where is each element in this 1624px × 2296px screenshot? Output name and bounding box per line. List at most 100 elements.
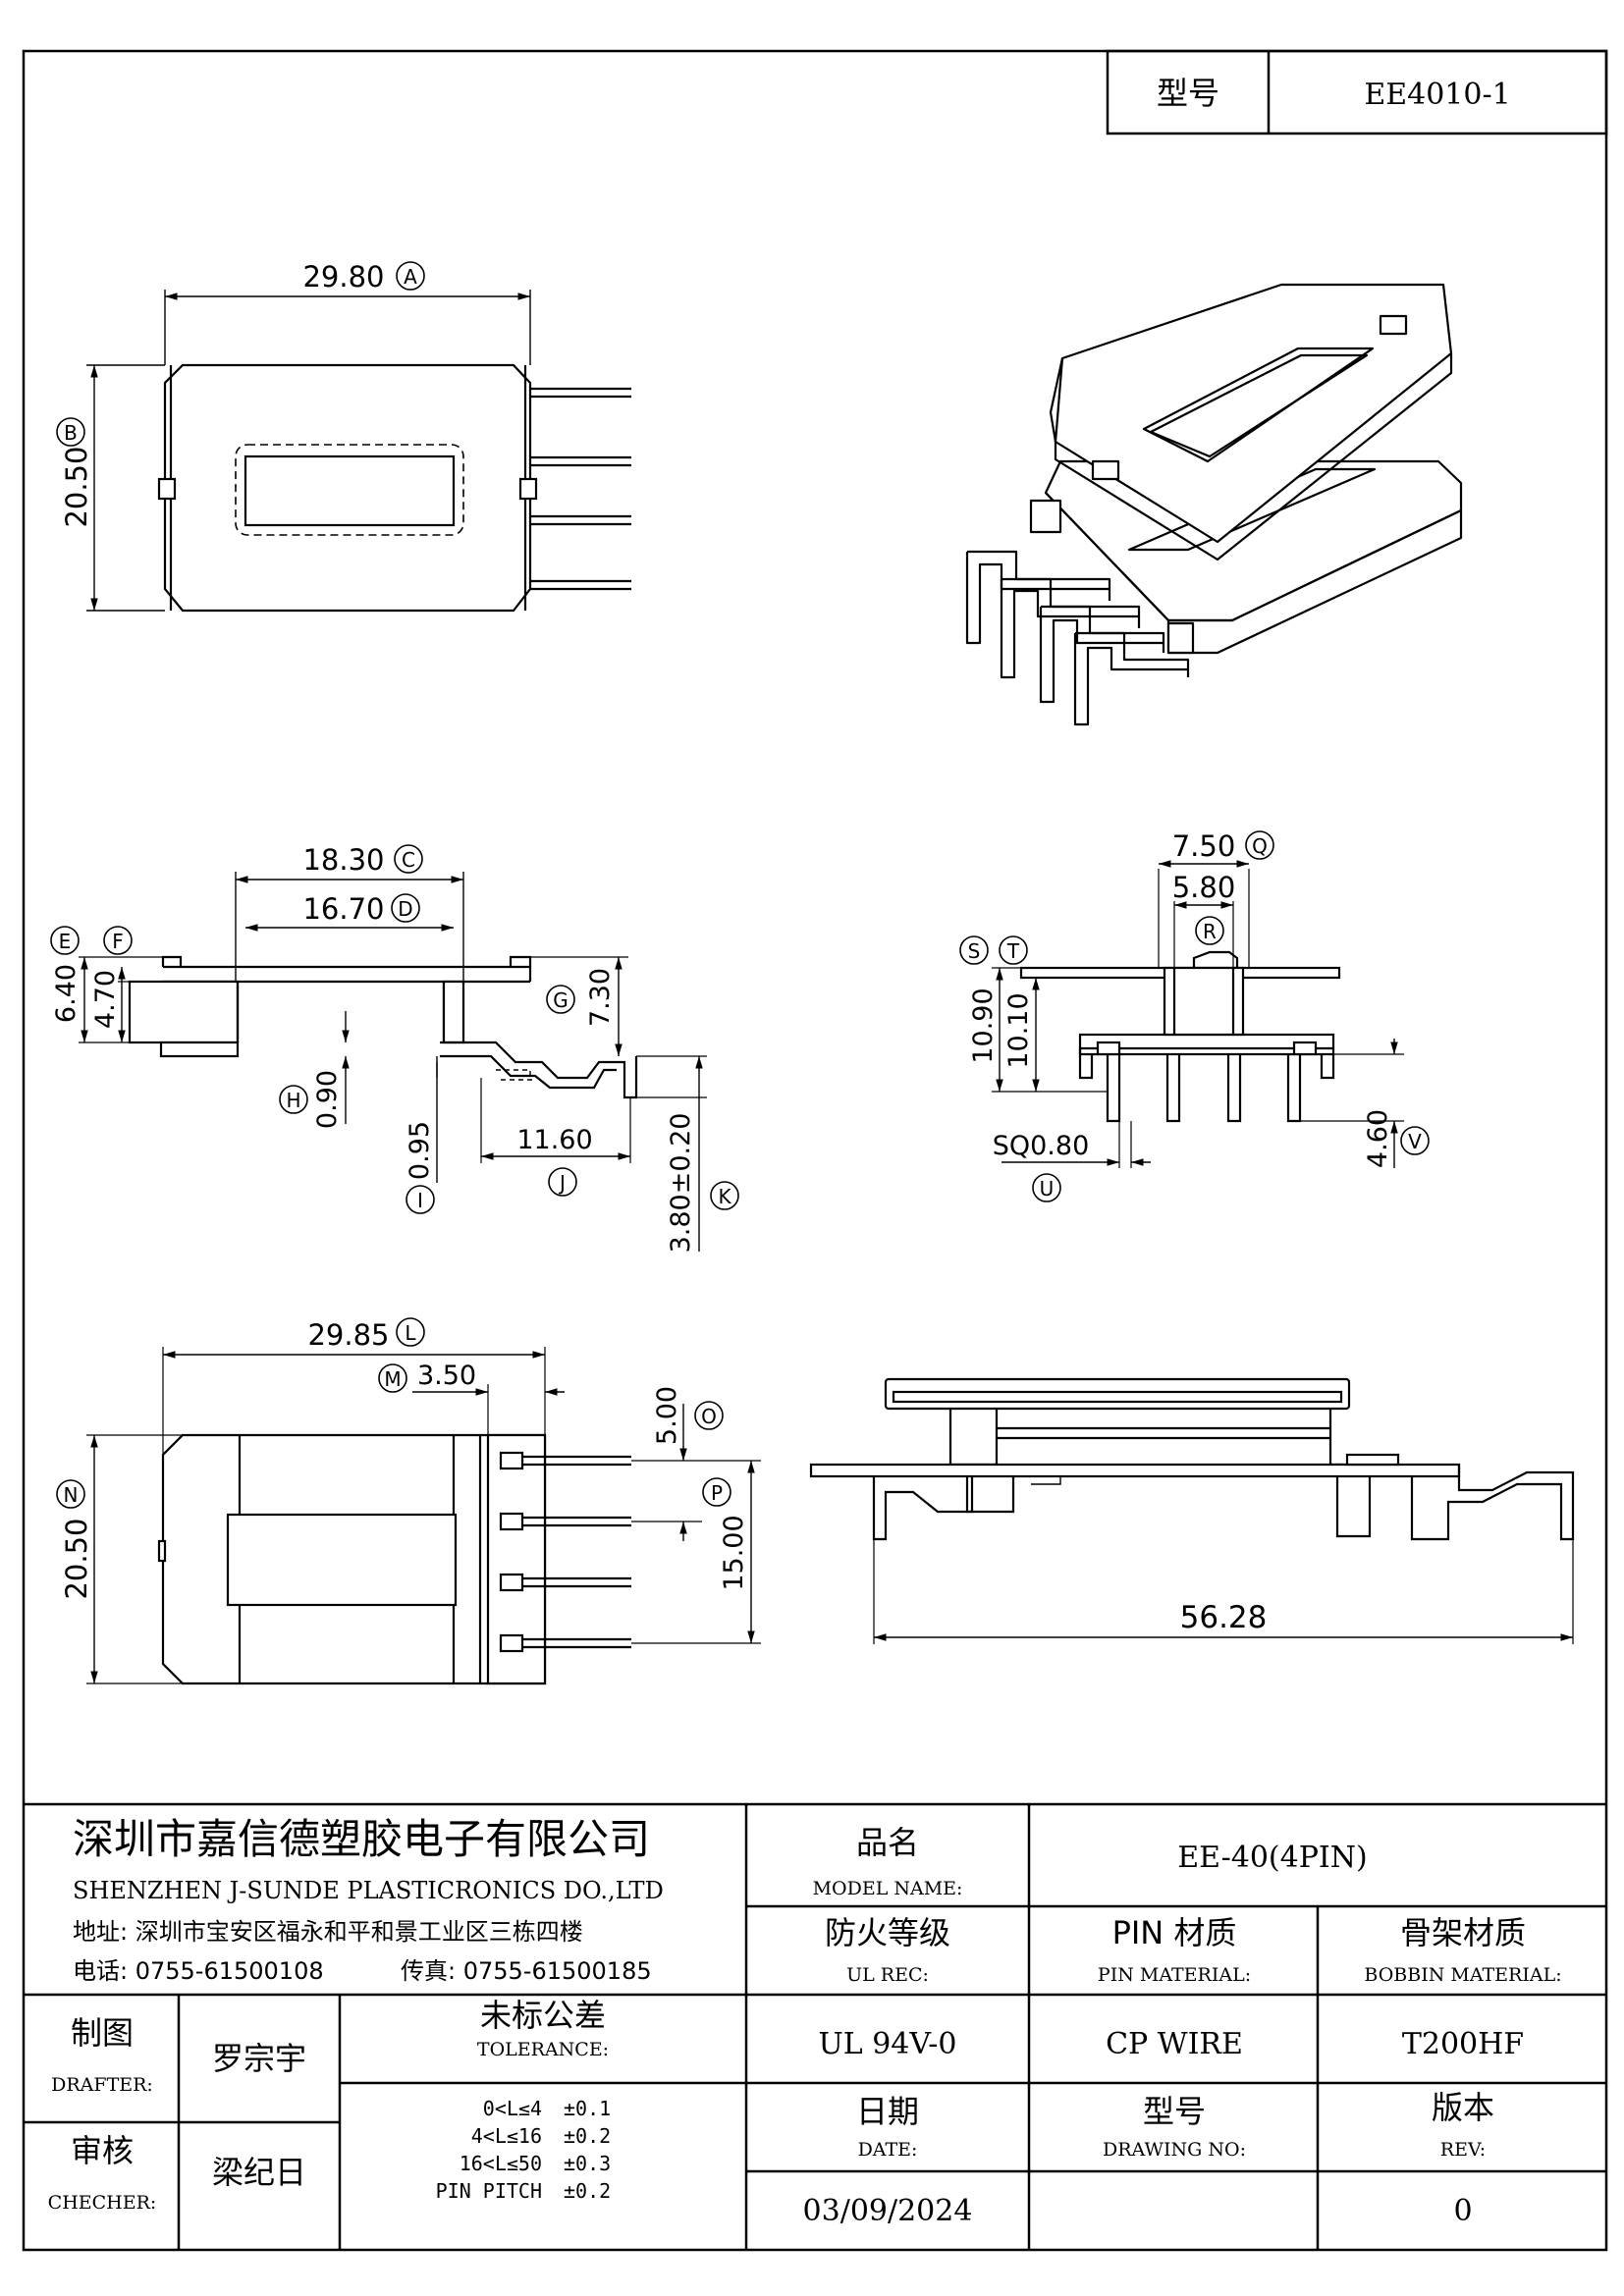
dim-g-tag: G: [553, 988, 568, 1012]
dim-l-value: 29.85: [307, 1318, 389, 1352]
dim-f-tag: F: [112, 930, 124, 953]
model-name-label-cn: 品名: [856, 1824, 919, 1861]
front-view-dims: 7.50 Q 5.80 R 10.90 S 10.10 T SQ0.80 U 4…: [959, 829, 1430, 1202]
dim-a-value: 29.80: [302, 260, 384, 294]
dim-g-value: 7.30: [585, 968, 616, 1027]
dim-n-value: 20.50: [60, 1518, 93, 1599]
dim-i-value: 0.95: [405, 1121, 435, 1180]
dim-a: 29.80 A: [164, 260, 531, 365]
checker-name: 梁纪日: [212, 2154, 306, 2191]
title-block: 深圳市嘉信德塑胶电子有限公司 SHENZHEN J-SUNDE PLASTICR…: [24, 1802, 1606, 2250]
dim-v-tag: V: [1408, 1130, 1422, 1153]
long-side-dims: 56.28: [873, 1539, 1574, 1644]
front-view: [1019, 950, 1341, 1123]
bobbin-material-value: T200HF: [1402, 2027, 1524, 2061]
dim-m-tag: M: [384, 1367, 401, 1391]
tolerance-row-1-range: 0<L≤4: [483, 2097, 542, 2120]
dim-r-tag: R: [1203, 920, 1217, 943]
company-address: 地址: 深圳市宝安区福永和平和景工业区三栋四楼: [73, 1918, 583, 1946]
date-value: 03/09/2024: [803, 2194, 973, 2228]
tolerance-row-4-range: PIN PITCH: [436, 2179, 542, 2203]
dim-overall-value: 56.28: [1180, 1600, 1268, 1635]
dim-b-value: 20.50: [60, 446, 93, 527]
checker-label-cn: 审核: [71, 2132, 134, 2169]
dim-v-value: 4.60: [1363, 1109, 1393, 1168]
dim-r-value: 5.80: [1172, 871, 1236, 904]
tolerance-label-en: TOLERANCE:: [477, 2039, 609, 2060]
dim-h-tag: H: [286, 1089, 300, 1112]
date-label-cn: 日期: [856, 2093, 919, 2130]
header-box: 型号 EE4010-1: [1106, 49, 1608, 135]
dim-a-tag: A: [404, 265, 417, 289]
dim-k-value: 3.80±0.20: [666, 1113, 696, 1254]
checker-label-en: CHECHER:: [48, 2192, 157, 2214]
tolerance-row-2-value: ±0.2: [564, 2124, 611, 2148]
dim-e-tag: E: [59, 930, 72, 953]
dim-h-value: 0.90: [312, 1070, 343, 1129]
bobbin-material-label-en: BOBBIN MATERIAL:: [1364, 1964, 1561, 1986]
dim-t-tag: T: [1006, 939, 1020, 963]
ul-label-en: UL REC:: [846, 1964, 929, 1986]
header-type-value: EE4010-1: [1364, 78, 1510, 112]
dim-p-value: 15.00: [719, 1515, 749, 1590]
rev-label-en: REV:: [1440, 2139, 1486, 2161]
tolerance-row-1-value: ±0.1: [564, 2097, 611, 2120]
dim-o-value: 5.00: [652, 1386, 682, 1445]
dim-t-value: 10.10: [1003, 992, 1034, 1068]
isometric-view: [965, 283, 1463, 726]
tolerance-row-3-range: 16<L≤50: [460, 2152, 542, 2175]
header-type-label: 型号: [1157, 75, 1219, 112]
dim-l-tag: L: [405, 1321, 416, 1345]
dim-b-tag: B: [64, 421, 78, 445]
ul-label-cn: 防火等级: [825, 1914, 950, 1951]
dim-k-tag: K: [718, 1185, 731, 1208]
bottom-view: [157, 1433, 631, 1685]
dim-q-tag: Q: [1252, 834, 1268, 858]
dim-j-value: 11.60: [516, 1125, 592, 1155]
dim-i-tag: I: [417, 1189, 423, 1212]
dim-s-tag: S: [968, 939, 981, 963]
dim-p-tag: P: [711, 1481, 723, 1505]
drafter-label-en: DRAFTER:: [51, 2074, 153, 2096]
top-view: [157, 363, 631, 613]
long-side-view: [809, 1377, 1575, 1541]
tolerance-row-4-value: ±0.2: [564, 2179, 611, 2203]
drawing-no-label-cn: 型号: [1143, 2093, 1206, 2130]
company-fax: 传真: 0755-61500185: [401, 1957, 652, 1985]
ul-value: UL 94V-0: [818, 2027, 956, 2061]
bottom-view-dims: 29.85 L 3.50 M 20.50 N 5.00 O 15.00 P: [56, 1317, 761, 1684]
pin-material-label-en: PIN MATERIAL:: [1098, 1964, 1251, 1986]
rev-value: 0: [1453, 2194, 1472, 2228]
dim-q-value: 7.50: [1172, 829, 1236, 863]
rev-label-cn: 版本: [1432, 2089, 1494, 2126]
dim-d-tag: D: [398, 897, 412, 921]
dim-m-value: 3.50: [417, 1361, 476, 1391]
dim-s-value: 10.90: [968, 988, 999, 1063]
side-view-dims: 18.30 C 16.70 D 6.40 E 4.70 F 7.30 G 0.9…: [50, 843, 739, 1254]
drafter-label-cn: 制图: [71, 2014, 134, 2052]
company-phone: 电话: 0755-61500108: [73, 1957, 324, 1985]
company-name-en: SHENZHEN J-SUNDE PLASTICRONICS DO.,LTD: [73, 1877, 664, 1904]
dim-f-value: 4.70: [90, 970, 121, 1029]
dim-o-tag: O: [701, 1405, 717, 1428]
drafter-name: 罗宗宇: [212, 2040, 306, 2077]
pin-material-value: CP WIRE: [1106, 2027, 1243, 2061]
dim-u-value: SQ0.80: [993, 1131, 1090, 1161]
dim-b: 20.50 B: [56, 364, 165, 612]
date-label-en: DATE:: [858, 2139, 918, 2161]
dim-c-tag: C: [402, 848, 415, 872]
drawing-no-label-en: DRAWING NO:: [1103, 2139, 1246, 2161]
dim-u-tag: U: [1040, 1177, 1055, 1201]
bobbin-material-label-cn: 骨架材质: [1400, 1914, 1526, 1951]
dim-c-value: 18.30: [302, 843, 384, 877]
tolerance-label-cn: 未标公差: [480, 1997, 606, 2034]
dim-d-value: 16.70: [302, 892, 384, 926]
sheet-border: [22, 49, 1608, 2252]
dim-e-value: 6.40: [51, 964, 81, 1023]
dim-j-tag: J: [558, 1171, 566, 1195]
model-name-label-en: MODEL NAME:: [813, 1878, 963, 1899]
side-view: [128, 955, 638, 1099]
tolerance-row-3-value: ±0.3: [564, 2152, 611, 2175]
dim-n-tag: N: [64, 1483, 79, 1507]
